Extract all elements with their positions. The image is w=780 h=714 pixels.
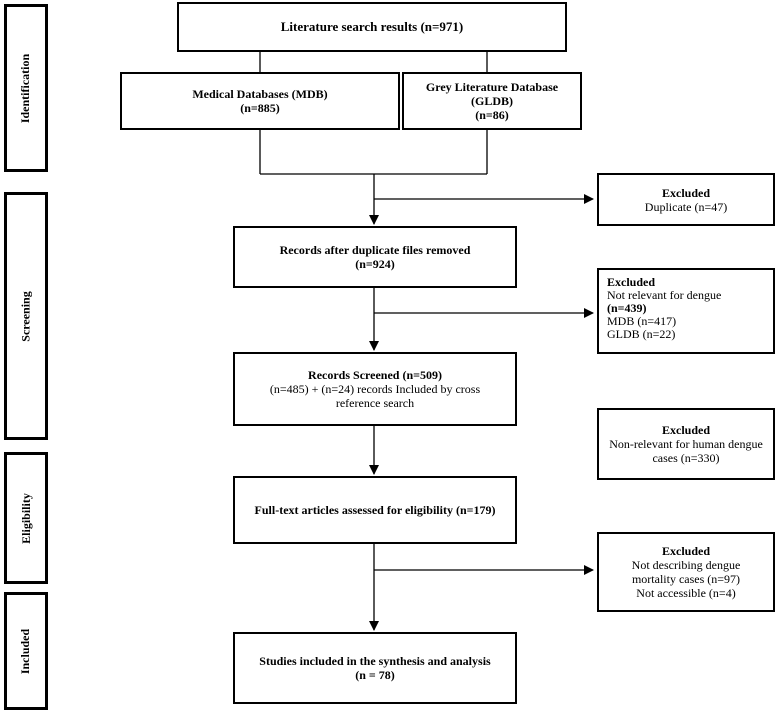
mdb-title: Medical Databases (MDB) xyxy=(192,87,328,101)
gldb-count: (n=86) xyxy=(475,108,509,122)
excluded-mortality-box: Excluded Not describing dengue mortality… xyxy=(597,532,775,612)
included-title: Studies included in the synthesis and an… xyxy=(259,654,491,668)
stage-screening: Screening xyxy=(4,192,48,440)
included-count: (n = 78) xyxy=(355,668,395,682)
fulltext-title: Full-text articles assessed for eligibil… xyxy=(254,503,496,517)
stage-included-label: Included xyxy=(18,628,33,674)
gldb-box: Grey Literature Database (GLDB) (n=86) xyxy=(402,72,582,130)
excluded-relevance-box: Excluded Not relevant for dengue (n=439)… xyxy=(597,268,775,354)
excluded-relevance-mdb: MDB (n=417) xyxy=(607,314,677,328)
excluded-mortality-reason-2: mortality cases (n=97) xyxy=(631,572,741,586)
excluded-duplicates-count: Duplicate (n=47) xyxy=(644,199,728,214)
excluded-mortality-reason-1: Not describing dengue xyxy=(631,558,741,572)
included-box: Studies included in the synthesis and an… xyxy=(233,632,517,704)
gldb-title: Grey Literature Database (GLDB) xyxy=(425,80,559,108)
excluded-relevance-gldb: GLDB (n=22) xyxy=(607,327,676,341)
screened-box: Records Screened (n=509) (n=485) + (n=24… xyxy=(233,352,517,426)
excluded-human-reason: Non-relevant for human dengue xyxy=(609,437,763,451)
excluded-human-box: Excluded Non-relevant for human dengue c… xyxy=(597,408,775,480)
excluded-relevance-reason: Not relevant for dengue xyxy=(607,288,722,302)
screened-detail-1: (n=485) + (n=24) records Included by cro… xyxy=(269,382,481,396)
excluded-duplicates-heading: Excluded xyxy=(661,185,710,200)
excluded-human-heading: Excluded xyxy=(661,423,710,437)
screened-title: Records Screened (n=509) xyxy=(308,368,442,382)
excluded-human-count: cases (n=330) xyxy=(652,451,720,465)
stage-included: Included xyxy=(4,592,48,710)
mdb-box: Medical Databases (MDB) (n=885) xyxy=(120,72,400,130)
excluded-duplicates-box: Excluded Duplicate (n=47) xyxy=(597,173,775,226)
stage-screening-label: Screening xyxy=(18,290,33,342)
stage-eligibility: Eligibility xyxy=(4,452,48,584)
after-duplicates-count: (n=924) xyxy=(355,257,395,271)
search-results-box: Literature search results (n=971) xyxy=(177,2,567,52)
stage-identification: Identification xyxy=(4,4,48,172)
screened-detail-2: reference search xyxy=(335,396,415,410)
after-duplicates-title: Records after duplicate files removed xyxy=(279,243,471,257)
fulltext-box: Full-text articles assessed for eligibil… xyxy=(233,476,517,544)
excluded-relevance-count: (n=439) xyxy=(607,301,647,315)
stage-identification-label: Identification xyxy=(18,53,33,123)
excluded-mortality-heading: Excluded xyxy=(661,544,710,558)
stage-eligibility-label: Eligibility xyxy=(18,492,33,544)
excluded-relevance-heading: Excluded xyxy=(607,275,656,289)
mdb-count: (n=885) xyxy=(240,101,280,115)
after-duplicates-box: Records after duplicate files removed (n… xyxy=(233,226,517,288)
search-results-title: Literature search results (n=971) xyxy=(280,19,464,34)
excluded-mortality-reason-3: Not accessible (n=4) xyxy=(636,586,736,600)
